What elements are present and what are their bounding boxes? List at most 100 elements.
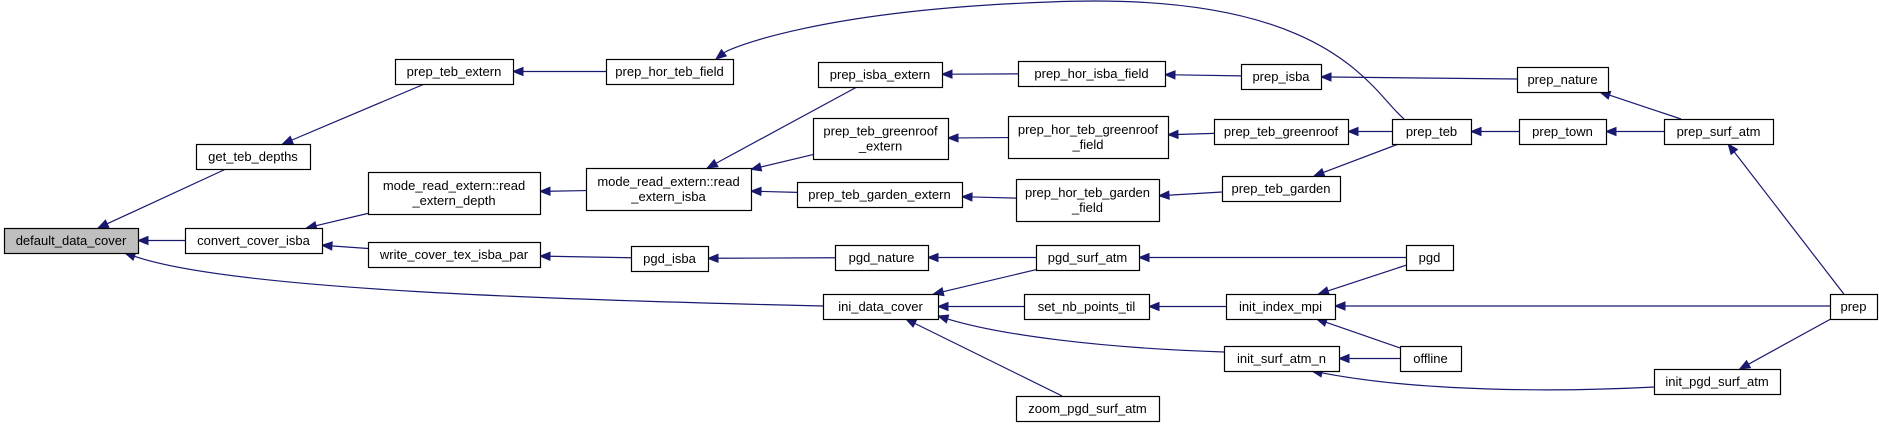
edge-prep-town-to-prep-teb-arrowhead bbox=[1469, 126, 1482, 137]
node-box bbox=[1399, 345, 1463, 373]
edge-prep-teb-extern-to-get-teb-depths bbox=[290, 83, 425, 142]
node-label: convert_cover_isba bbox=[197, 233, 310, 248]
edge-init-pgd-surf-atm-to-init-surf-atm-n bbox=[1320, 372, 1655, 391]
node-mode-read-extern-read-extern-isba[interactable]: mode_read_extern::read_extern_isba bbox=[585, 167, 753, 212]
node-label: _field bbox=[1071, 137, 1103, 152]
node-init-pgd-surf-atm[interactable]: init_pgd_surf_atm bbox=[1653, 368, 1782, 396]
node-prep-hor-teb-garden-field[interactable]: prep_hor_teb_garden_field bbox=[1015, 178, 1161, 223]
node-label: zoom_pgd_surf_atm bbox=[1028, 401, 1147, 416]
node-prep-teb-greenroof[interactable]: prep_teb_greenroof bbox=[1213, 118, 1350, 146]
edge-init-surf-atm-n-to-ini-data-cover bbox=[946, 318, 1225, 353]
node-box bbox=[1015, 178, 1161, 223]
node-label: set_nb_points_til bbox=[1038, 299, 1136, 314]
node-label: prep_teb_greenroof bbox=[1224, 124, 1339, 139]
node-prep-isba[interactable]: prep_isba bbox=[1240, 63, 1323, 91]
edge-pgd-to-init-index-mpi-arrowhead bbox=[1317, 286, 1330, 296]
node-label: prep_hor_teb_greenroof bbox=[1018, 122, 1159, 137]
node-label: prep_teb_greenroof bbox=[823, 124, 938, 139]
node-box bbox=[1007, 115, 1170, 160]
node-box bbox=[1223, 345, 1341, 373]
node-box bbox=[195, 143, 312, 171]
node-box bbox=[1213, 118, 1350, 146]
node-get-teb-depths[interactable]: get_teb_depths bbox=[195, 143, 312, 171]
node-box bbox=[812, 117, 950, 161]
node-box bbox=[3, 227, 140, 255]
node-prep-teb-extern[interactable]: prep_teb_extern bbox=[394, 58, 515, 86]
node-pgd-isba[interactable]: pgd_isba bbox=[630, 245, 710, 273]
node-init-index-mpi[interactable]: init_index_mpi bbox=[1225, 293, 1337, 321]
edge-pgd-isba-to-write-cover-tex-isba-par-arrowhead bbox=[538, 251, 551, 262]
node-prep-teb-greenroof-extern[interactable]: prep_teb_greenroof_extern bbox=[812, 117, 950, 161]
node-box bbox=[1035, 244, 1141, 272]
node-label: ini_data_cover bbox=[838, 299, 923, 314]
node-prep-town[interactable]: prep_town bbox=[1518, 118, 1608, 146]
node-label: default_data_cover bbox=[16, 233, 127, 248]
node-prep-teb[interactable]: prep_teb bbox=[1391, 118, 1473, 146]
edge-prep-teb-to-prep-teb-greenroof-arrowhead bbox=[1346, 126, 1359, 137]
edge-prep-hor-teb-greenroof-field-to-prep-teb-greenroof-extern-arrowhead bbox=[946, 133, 959, 143]
edge-prep-teb-to-prep-teb-garden-arrowhead bbox=[1312, 167, 1326, 177]
node-label: pgd_surf_atm bbox=[1048, 250, 1128, 265]
node-mode-read-extern-read-extern-depth[interactable]: mode_read_extern::read_extern_depth bbox=[367, 171, 542, 216]
node-label: prep_surf_atm bbox=[1677, 124, 1761, 139]
node-box bbox=[1017, 60, 1167, 88]
node-pgd[interactable]: pgd bbox=[1405, 244, 1455, 272]
node-convert-cover-isba[interactable]: convert_cover_isba bbox=[184, 227, 324, 255]
nodes-layer: default_data_cover get_teb_depths convert_… bbox=[3, 58, 1879, 423]
node-prep-hor-teb-field[interactable]: prep_hor_teb_field bbox=[605, 58, 735, 86]
node-prep-hor-isba-field[interactable]: prep_hor_isba_field bbox=[1017, 60, 1167, 88]
edge-prep-isba-extern-to-mode-read-extern-read-extern-isba bbox=[714, 86, 858, 165]
node-box bbox=[1516, 66, 1610, 94]
node-set-nb-points-til[interactable]: set_nb_points_til bbox=[1023, 293, 1151, 321]
edge-zoom-pgd-surf-atm-to-ini-data-cover-arrowhead bbox=[904, 318, 918, 328]
node-label: mode_read_extern::read bbox=[597, 174, 739, 189]
edge-prep-to-init-pgd-surf-atm-arrowhead bbox=[1738, 359, 1752, 370]
node-write-cover-tex-isba-par[interactable]: write_cover_tex_isba_par bbox=[367, 241, 542, 269]
node-label: _extern_isba bbox=[630, 189, 706, 204]
edge-prep-teb-to-prep-teb-garden bbox=[1322, 143, 1399, 174]
edge-prep-teb-to-prep-hor-teb-field-arrowhead bbox=[714, 48, 728, 60]
node-box bbox=[1663, 118, 1775, 146]
edge-pgd-to-pgd-surf-atm-arrowhead bbox=[1137, 252, 1150, 263]
node-prep-nature[interactable]: prep_nature bbox=[1516, 66, 1610, 94]
node-label: _field bbox=[1071, 200, 1103, 215]
edge-prep-teb-extern-to-get-teb-depths-arrowhead bbox=[281, 135, 295, 145]
node-box bbox=[367, 241, 542, 269]
node-label: prep bbox=[1840, 299, 1866, 314]
node-prep-isba-extern[interactable]: prep_isba_extern bbox=[817, 61, 944, 89]
edge-mode-read-extern-read-extern-isba-to-mode-read-extern-read-extern-depth-arrowhead bbox=[538, 186, 551, 196]
edge-mode-read-extern-read-extern-isba-to-mode-read-extern-read-extern-depth bbox=[548, 189, 587, 192]
node-prep-hor-teb-greenroof-field[interactable]: prep_hor_teb_greenroof_field bbox=[1007, 115, 1170, 160]
edge-prep-hor-isba-field-to-prep-isba-extern-arrowhead bbox=[940, 69, 953, 79]
node-label: pgd_isba bbox=[643, 251, 697, 266]
node-box bbox=[1015, 395, 1161, 423]
node-init-surf-atm-n[interactable]: init_surf_atm_n bbox=[1223, 345, 1341, 373]
node-label: _extern_depth bbox=[411, 193, 495, 208]
node-label: prep_hor_teb_field bbox=[615, 64, 723, 79]
node-default-data-cover[interactable]: default_data_cover bbox=[3, 227, 140, 255]
node-prep-teb-garden-extern[interactable]: prep_teb_garden_extern bbox=[796, 181, 964, 209]
node-label: _extern bbox=[858, 139, 902, 154]
edge-zoom-pgd-surf-atm-to-ini-data-cover bbox=[913, 322, 1063, 397]
node-box bbox=[1829, 293, 1879, 321]
node-box bbox=[1023, 293, 1151, 321]
node-label: prep_nature bbox=[1527, 72, 1597, 87]
node-prep-teb-garden[interactable]: prep_teb_garden bbox=[1221, 175, 1342, 203]
node-prep[interactable]: prep bbox=[1829, 293, 1879, 321]
node-pgd-surf-atm[interactable]: pgd_surf_atm bbox=[1035, 244, 1141, 272]
node-offline[interactable]: offline bbox=[1399, 345, 1463, 373]
edge-prep-to-init-index-mpi-arrowhead bbox=[1333, 301, 1346, 311]
node-ini-data-cover[interactable]: ini_data_cover bbox=[822, 293, 940, 321]
edge-prep-to-init-pgd-surf-atm bbox=[1747, 318, 1832, 366]
node-pgd-nature[interactable]: pgd_nature bbox=[834, 244, 930, 272]
edge-prep-surf-atm-to-prep-nature bbox=[1608, 94, 1682, 120]
node-box bbox=[1405, 244, 1455, 272]
node-prep-surf-atm[interactable]: prep_surf_atm bbox=[1663, 118, 1775, 146]
edge-prep-hor-teb-field-to-prep-teb-extern-arrowhead bbox=[511, 66, 524, 77]
edge-offline-to-init-surf-atm-n-arrowhead bbox=[1337, 353, 1350, 364]
node-box bbox=[630, 245, 710, 273]
edge-prep-teb-garden-to-prep-hor-teb-garden-field bbox=[1167, 191, 1223, 196]
node-label: init_surf_atm_n bbox=[1237, 351, 1326, 366]
node-zoom-pgd-surf-atm[interactable]: zoom_pgd_surf_atm bbox=[1015, 395, 1161, 423]
edge-prep-teb-garden-to-prep-hor-teb-garden-field-arrowhead bbox=[1157, 190, 1170, 200]
